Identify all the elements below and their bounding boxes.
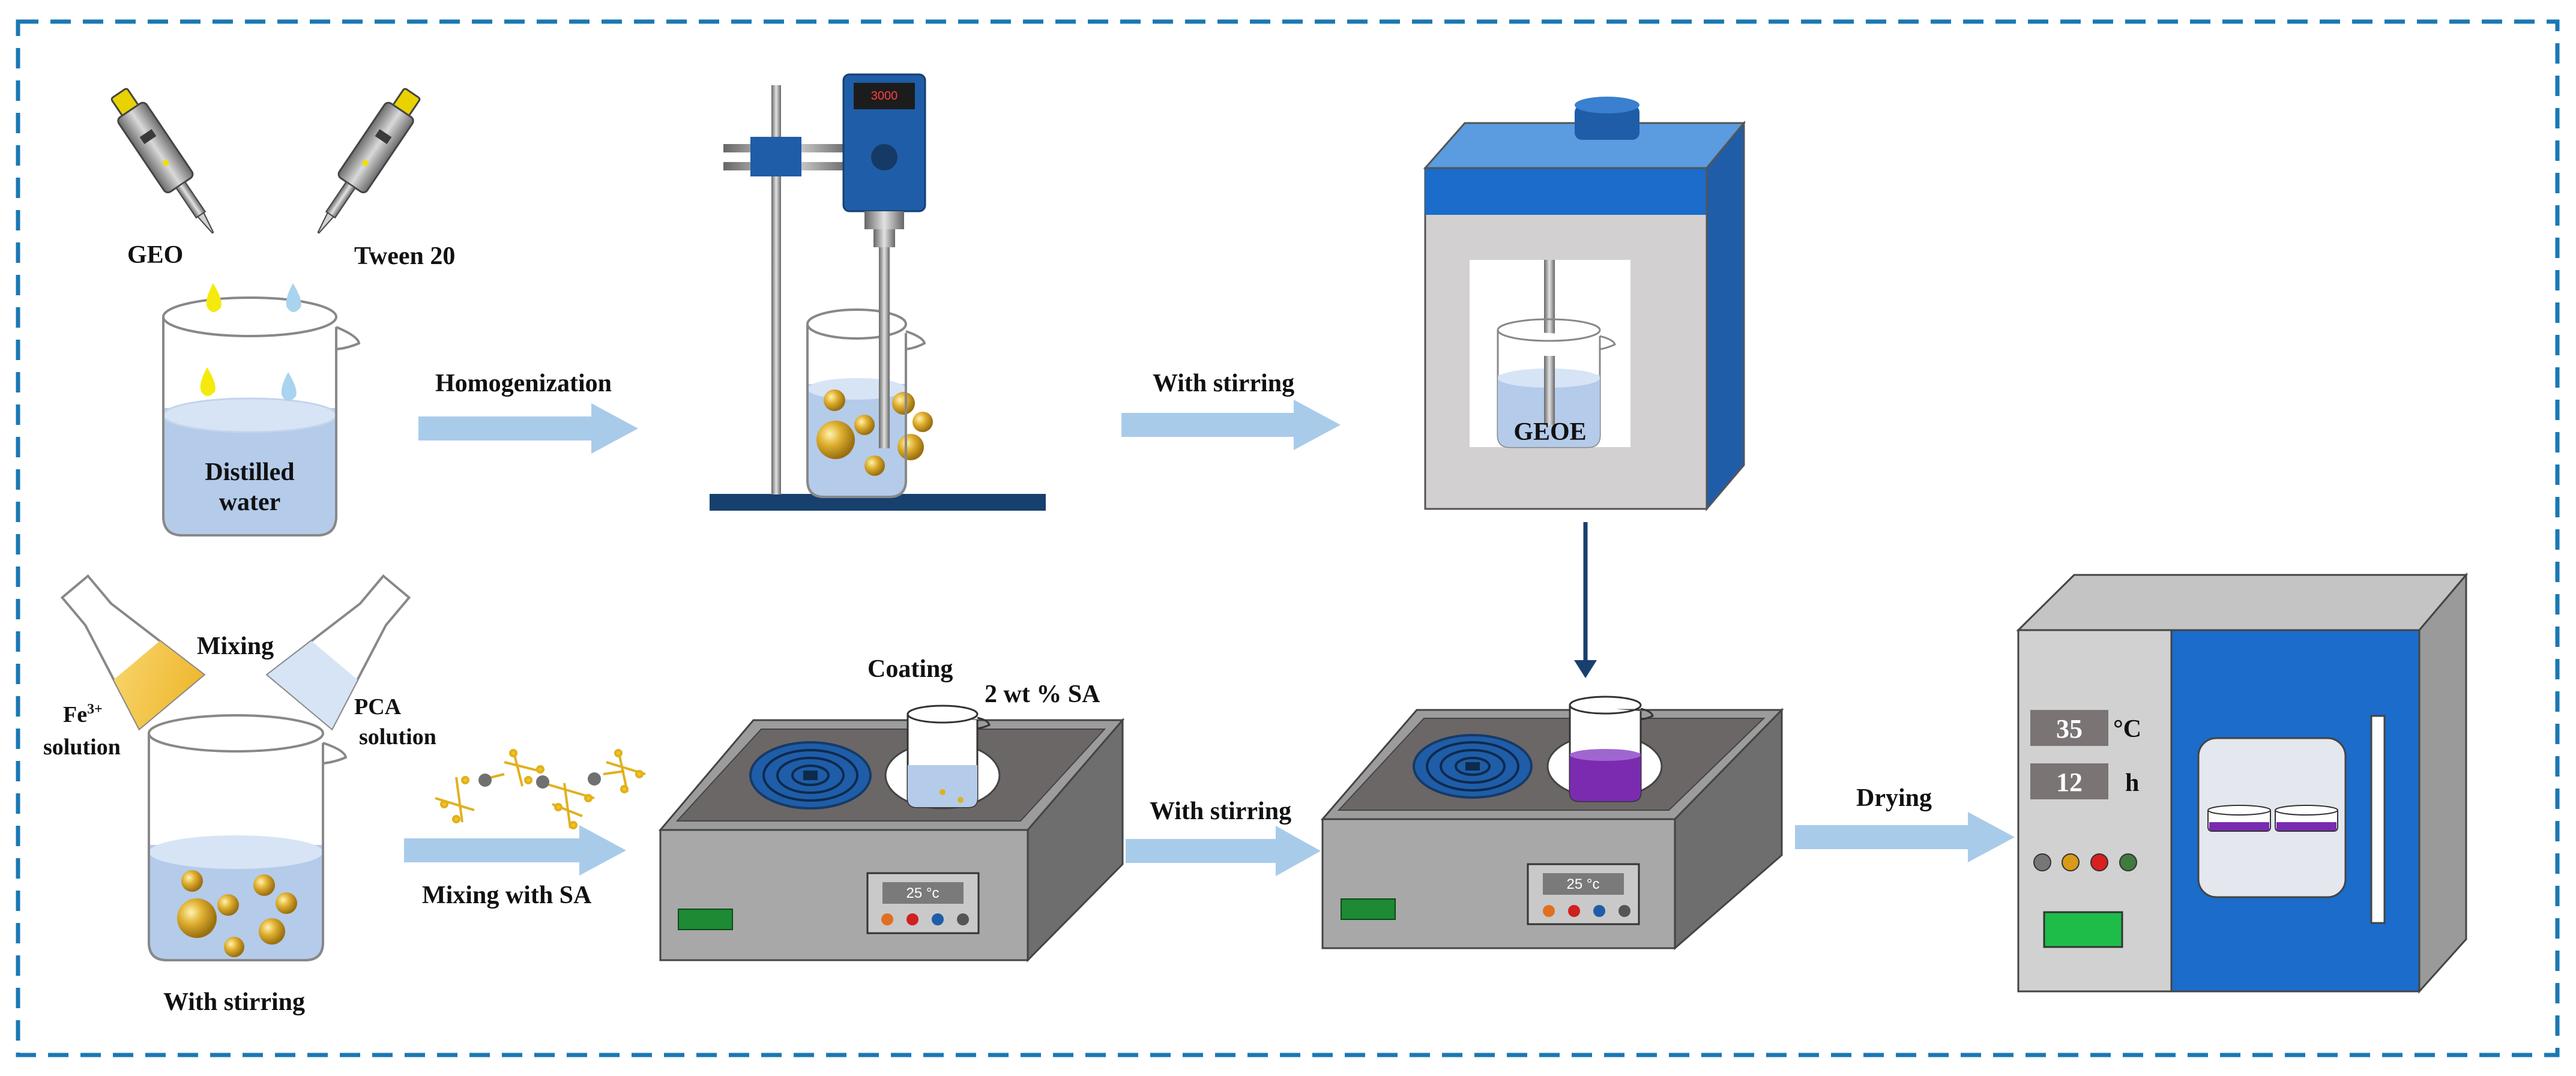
beaker-mixing (148, 714, 348, 961)
oven-time-unit: h (2125, 769, 2139, 797)
label-fe-superscript: 3+ (87, 702, 103, 717)
sa-molecules-icon (435, 749, 646, 829)
label-coating: Coating (867, 655, 953, 683)
hotplate-stirrer-film-icon (1320, 696, 1784, 951)
sa-nodes-icon (478, 772, 601, 789)
homogenizer-display: 3000 (871, 89, 898, 103)
arrow-with-stirring-top (1121, 400, 1341, 450)
label-fe-2: solution (43, 735, 121, 760)
label-with-stirring-top: With stirring (1153, 370, 1294, 397)
label-sa-concentration: 2 wt % SA (985, 681, 1100, 708)
arrow-homogenization (418, 403, 638, 454)
hotplate-stirrer-coating-icon (658, 705, 1125, 963)
flask-pca-icon (265, 574, 411, 731)
arrow-mixing-with-sa (404, 825, 626, 876)
label-mixing-with-sa: Mixing with SA (422, 882, 592, 909)
label-geo: GEO (127, 241, 183, 269)
arrow-with-stirring-middle (1126, 826, 1321, 876)
flask-fe-icon (60, 574, 206, 731)
oven-time-display: 12 (2056, 768, 2083, 797)
stirring-cabinet-icon (1423, 97, 1746, 512)
label-drying: Drying (1856, 784, 1932, 812)
beaker-distilled-water (162, 283, 361, 536)
label-with-stirring-middle: With stirring (1150, 798, 1291, 825)
label-with-stirring-bottom-left: With stirring (163, 988, 305, 1016)
arrow-drying (1795, 812, 2015, 862)
pipette-geo-icon (110, 88, 214, 234)
oven-temp-display: 35 (2056, 714, 2083, 744)
arrow-down-to-coating (1574, 522, 1597, 678)
label-distilled-1: Distilled (205, 458, 294, 486)
label-homogenization: Homogenization (435, 370, 612, 397)
label-pca-2: solution (359, 724, 436, 750)
pipette-tween-icon (317, 88, 421, 234)
homogenizer-stand (710, 85, 1046, 511)
stirrer-temp-display-1: 25 °c (906, 885, 940, 901)
beaker-homogenization (806, 247, 933, 498)
diagram-frame (16, 19, 2560, 1057)
oven-temp-unit: °C (2113, 715, 2141, 743)
label-pca-1: PCA (354, 694, 402, 720)
stirrer-temp-display-2: 25 °c (1567, 876, 1600, 892)
label-fe-1: Fe3+ (63, 702, 103, 727)
label-distilled-2: water (219, 488, 281, 516)
label-geoe: GEOE (1513, 418, 1586, 446)
drying-oven-icon (2016, 572, 2469, 994)
label-tween: Tween 20 (354, 242, 455, 270)
label-mixing: Mixing (197, 633, 274, 660)
